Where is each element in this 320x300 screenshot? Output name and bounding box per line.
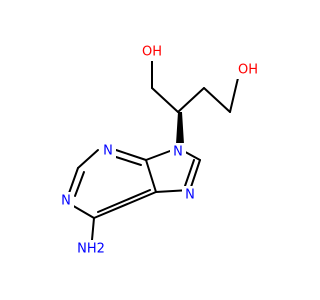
bond-ch2c-o-right (229, 77, 239, 113)
bond-c8-n7 (189, 159, 201, 191)
bond-c5-c4 (145, 159, 157, 193)
bond-c6-c5-double (97, 189, 151, 213)
n1-label: N (61, 194, 71, 209)
nh2-label: NH2 (77, 242, 105, 257)
bond-c6-c5 (93, 191, 157, 219)
n9-label: N (173, 145, 183, 160)
bond-ch2-c (151, 87, 179, 113)
adenine-diol-structure: OH OH N N N N NH2 (58, 43, 261, 258)
bond-c-ch2b (177, 87, 205, 113)
bond-c8-n7-double (184, 159, 195, 187)
bond-c4-n3-double (115, 156, 142, 166)
bond-c6-nh2 (91, 217, 95, 241)
bond-n3-c2 (77, 149, 99, 169)
bond-c2-n1-double (74, 171, 85, 197)
bond-ch2b-ch2c (203, 87, 231, 113)
bond-group (67, 59, 239, 241)
bond-c4-n3 (115, 149, 147, 161)
bond-c2-n1 (67, 167, 79, 197)
n7-label: N (185, 188, 195, 203)
n3-label: N (103, 144, 113, 159)
wedge-bond (176, 112, 184, 144)
oh-right-label: OH (238, 63, 258, 78)
atom-labels: OH OH N N N N NH2 (58, 43, 261, 258)
oh-top-label: OH (142, 45, 162, 60)
